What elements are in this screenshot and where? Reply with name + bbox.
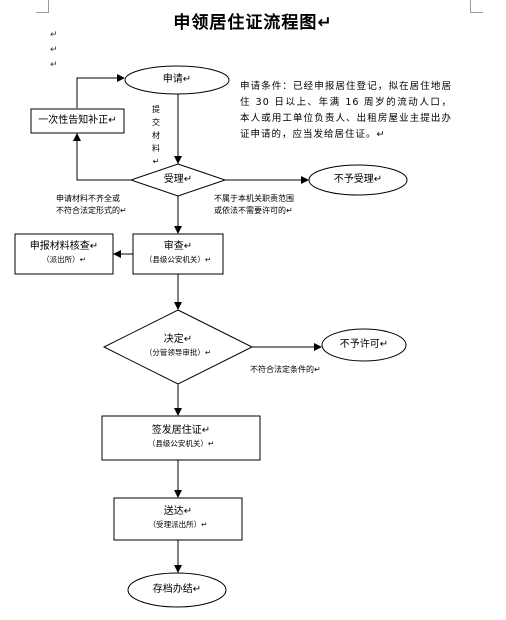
paragraph-mark: ↵ [50, 30, 58, 40]
page-corner-mark-left [36, 0, 49, 13]
submit-materials-label: 提交材料↵ [152, 105, 160, 166]
issue-label: 签发居住证↵ [151, 425, 211, 436]
page-title: 申领居住证流程图↵ [173, 13, 333, 33]
reissue-label-box: 一次性告知补正↵ [31, 114, 124, 128]
archive-label: 存档办结↵ [152, 584, 202, 595]
not-accept-label: 不予受理↵ [333, 174, 383, 185]
issue-node [101, 415, 261, 461]
not-permit-node [321, 328, 407, 362]
reissue-label: 一次性告知补正↵ [38, 115, 117, 126]
deliver-node [113, 497, 243, 541]
page-corner-mark-right [470, 0, 483, 13]
verify-sub-label: （派出所）↵ [42, 255, 86, 264]
paragraph-mark: ↵ [50, 45, 58, 55]
apply-label: 申请↵ [162, 74, 192, 85]
archive-node [127, 572, 227, 608]
apply-node [124, 65, 230, 95]
paragraph-mark: ↵ [50, 60, 58, 70]
reject-left-line2: 不符合法定形式的↵ [56, 206, 127, 215]
accept-label: 受理↵ [163, 174, 193, 185]
reject-right-line1: 不属于本机关职责范围 [214, 194, 294, 203]
not-permit-label: 不予许可↵ [339, 339, 389, 350]
not-permit-label-box: 不予许可↵ [322, 338, 406, 352]
accept-label-box: 受理↵ [131, 173, 225, 187]
not-accept-node [308, 164, 408, 196]
flow-arrow [73, 133, 131, 181]
review-sub-label: （县级公安机关）↵ [144, 255, 212, 264]
review-label: 审查↵ [163, 241, 193, 252]
deliver-label: 送达↵ [163, 506, 193, 517]
archive-label-box: 存档办结↵ [128, 583, 226, 597]
apply-label-box: 申请↵ [125, 73, 229, 87]
issue-sub-label: （县级公安机关）↵ [147, 439, 215, 448]
reject-right-line2: 或依法不需要许可的↵ [214, 206, 293, 215]
verify-label-box: 申报材料核查↵ （派出所）↵ [15, 240, 113, 266]
verify-label: 申报材料核查↵ [29, 241, 99, 252]
issue-label-box: 签发居住证↵ （县级公安机关）↵ [102, 424, 260, 450]
deliver-label-box: 送达↵ （受理派出所）↵ [114, 505, 242, 531]
not-accept-label-box: 不予受理↵ [309, 173, 407, 187]
deliver-sub-label: （受理派出所）↵ [148, 520, 208, 529]
not-permit-condition: 不符合法定条件的↵ [250, 365, 321, 374]
decide-sub-label: （分管领导审批）↵ [144, 348, 212, 357]
reject-left-line1: 申请材料不齐全或 [56, 194, 120, 203]
flow-arrow [76, 74, 125, 108]
decide-label-box: 决定↵ （分管领导审批）↵ [104, 333, 252, 359]
application-conditions-note: 申请条件：已经申报居住登记，拟在居住地居住 30 日以上、年满 16 周岁的流动… [240, 81, 452, 140]
review-label-box: 审查↵ （县级公安机关）↵ [133, 240, 223, 266]
decide-label: 决定↵ [163, 334, 193, 345]
verify-node [14, 233, 114, 275]
